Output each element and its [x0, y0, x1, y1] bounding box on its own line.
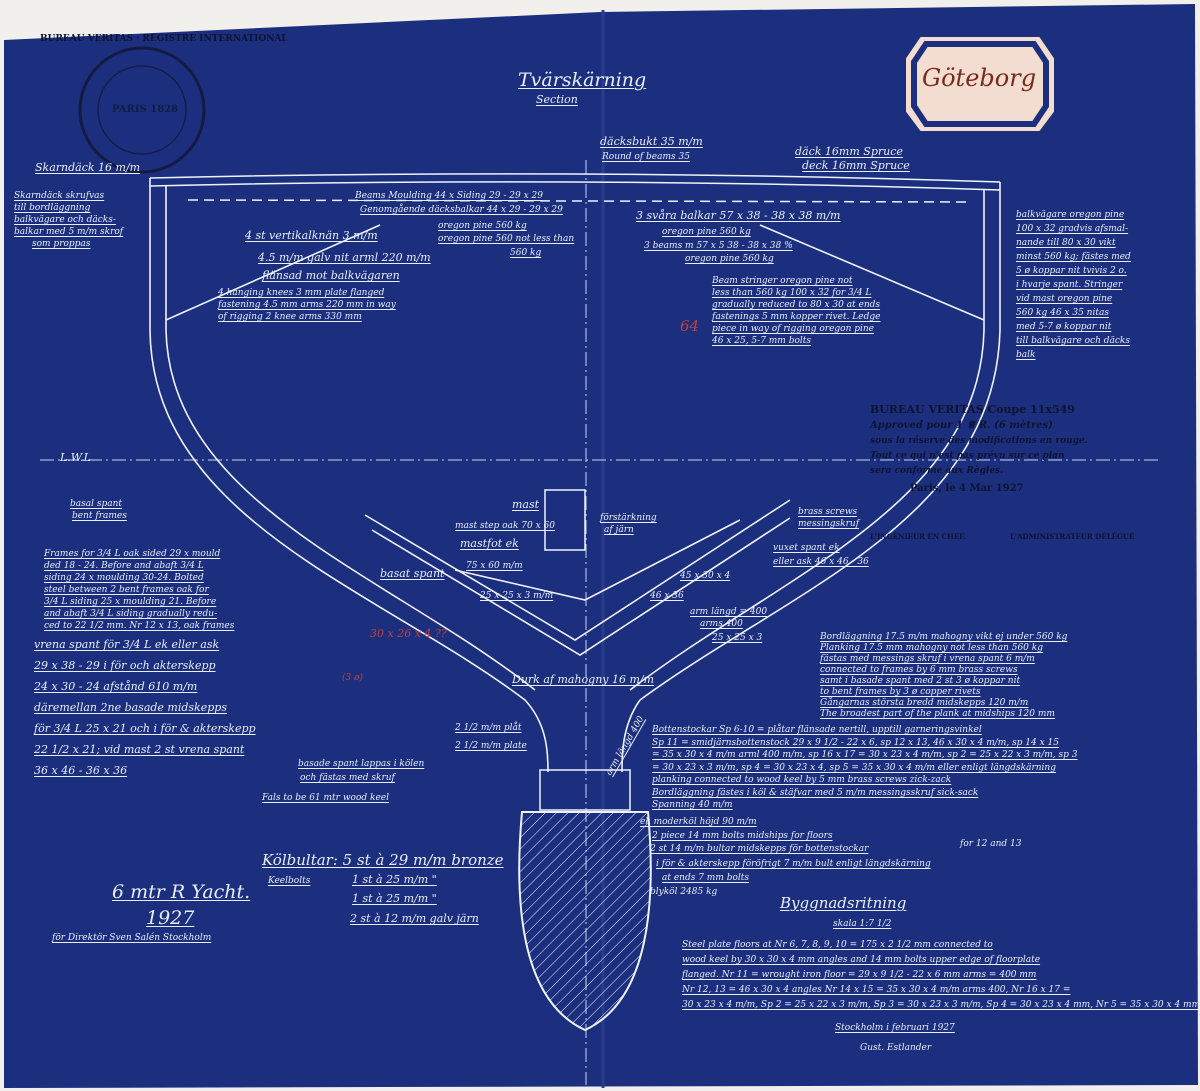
note-flans: flänsad mot balkvägaren: [262, 269, 400, 282]
note-brass: brass screws: [798, 507, 858, 517]
note-beams3-oregon: oregon pine 560 kg: [685, 254, 774, 264]
note-oregon2: oregon pine 560 not less than: [438, 234, 575, 244]
bureau-veritas-stamp: [78, 46, 206, 174]
stamp-text: BUREAU VERITAS · REGISTRE INTERNATIONAL: [40, 34, 288, 44]
signature: Gust. Estlander: [860, 1043, 932, 1053]
yacht-year: 1927: [146, 907, 195, 929]
note-hanging: 4 hanging knees 3 mm plate flanged faste…: [218, 288, 396, 322]
note-bultar: 2 st 14 m/m bultar midskepps för bottens…: [650, 844, 869, 854]
title-main: Tvärskärning: [518, 69, 647, 91]
note-vuxet-2: eller ask 46 x 46 - 36: [773, 557, 869, 567]
note-ends: at ends 7 mm bolts: [662, 873, 750, 883]
red-annotation-center: 30 x 26 x 4 ??: [370, 627, 447, 640]
place-date: Stockholm i februari 1927: [835, 1023, 955, 1033]
note-bottenstockar: Bottenstockar Sp 6-10 = plåtar flänsade …: [652, 725, 1078, 810]
note-bent-frames: bent frames: [72, 511, 127, 521]
yacht-owner: för Direktör Sven Salén Stockholm: [52, 933, 212, 943]
location-label: [904, 35, 1056, 133]
lead-keel: [518, 811, 652, 1032]
hull-section: [149, 178, 1001, 773]
note-balkvagare: balkvägare oregon pine 100 x 32 gradvis …: [1016, 210, 1131, 360]
location-label-box: Göteborg: [905, 36, 1053, 132]
note-forstarkning: förstärkning: [600, 513, 657, 523]
paper: [4, 4, 1198, 1088]
note-dacksbukt: däcksbukt 35 m/m: [600, 135, 703, 148]
note-galv: 4.5 m/m galv nit arml 220 m/m: [258, 251, 431, 264]
note-stringer: Beam stringer oregon pine not less than …: [712, 276, 881, 346]
note-beams: Beams Moulding 44 x Siding 29 - 29 x 29: [355, 191, 543, 201]
note-basal-spant: basal spant: [70, 499, 123, 509]
note-for-12-13: for 12 and 13: [960, 839, 1022, 849]
note-akter: i för & akterskepp föröfrigt 7 m/m bult …: [656, 859, 931, 869]
keelbolt-row-3: 2 st à 12 m/m galv järn: [350, 912, 479, 925]
note-genom: Genomgående däcksbalkar 44 x 29 - 29 x 2…: [360, 205, 563, 215]
red-annotation-center-2: (3 ø): [342, 673, 364, 683]
keelbolt-row-2: 1 st à 25 m/m ": [352, 892, 437, 905]
note-moderkol: ek moderköl höjd 90 m/m: [640, 817, 757, 827]
note-svara-oregon: oregon pine 560 kg: [662, 227, 751, 237]
note-basade-2: och fästas med skruf: [300, 773, 395, 783]
note-vuxet: vuxet spant ek: [773, 543, 840, 553]
note-keelbolts: Keelbolts: [268, 876, 311, 886]
red-annotation-64: 64: [680, 317, 700, 335]
mast-step: [544, 489, 586, 551]
note-vrena: vrena spant för 3/4 L ek eller ask 29 x …: [34, 638, 256, 777]
note-round: Round of beams 35: [602, 152, 690, 162]
yacht-title: 6 mtr R Yacht.: [112, 881, 251, 903]
note-blykol: blyköl 2485 kg: [650, 887, 718, 897]
note-basat: basat spant: [380, 567, 445, 580]
note-dim2: 45 x 30 x 4: [680, 571, 731, 581]
note-vert: 4 st vertikalknän 3 m/m: [245, 229, 378, 242]
title-sub: Section: [536, 93, 578, 106]
note-dack: däck 16mm Spruce: [795, 145, 903, 158]
note-svara: 3 svåra balkar 57 x 38 - 38 x 38 m/m: [636, 209, 841, 222]
note-oregon1: oregon pine 560 kg: [438, 221, 527, 231]
note-arm: arm längd = 400: [690, 607, 768, 617]
lwl-left: L.W.L: [60, 451, 91, 464]
note-basade: basade spant lappas i kölen: [298, 759, 425, 769]
wood-keel: [539, 769, 631, 811]
note-skruv: Skarndäck skrufvas till bordläggning bal…: [14, 191, 124, 249]
note-plat: 2 1/2 m/m plåt: [455, 723, 522, 733]
keelbolt-row-1: 1 st à 25 m/m ": [352, 873, 437, 886]
note-bordlaggning: Bordläggning 17.5 m/m mahogny vikt ej un…: [820, 632, 1068, 719]
note-mast-step: mast step oak 70 x 60: [455, 521, 555, 531]
note-durk: Durk af mahogny 16 m/m: [512, 673, 655, 686]
note-steel-floors: Steel plate floors at Nr 6, 7, 8, 9, 10 …: [682, 940, 1200, 1010]
note-kolbultar: Kölbultar: 5 st à 29 m/m bronze: [262, 851, 504, 869]
drawing-title: Byggnadsritning: [780, 894, 907, 912]
note-frames: Frames for 3/4 L oak sided 29 x mould de…: [44, 549, 235, 631]
note-deck: deck 16mm Spruce: [802, 159, 910, 172]
note-kg: 560 kg: [510, 248, 542, 258]
note-messing: messingskruf: [798, 519, 860, 529]
stamp-center: PARIS 1828: [112, 104, 179, 115]
drawing-scale: skala 1:7 1/2: [833, 919, 892, 929]
note-plate: 2 1/2 m/m plate: [455, 741, 527, 751]
location-label-text: Göteborg: [921, 64, 1037, 92]
note-dim4: 25 x 25 x 3: [712, 633, 763, 643]
approval-stamp: BUREAU VERITAS Coupe 11x549 Approved pou…: [870, 403, 1135, 541]
note-dim3: 46 x 36: [650, 591, 684, 601]
note-arms: arms 400: [700, 619, 743, 629]
note-skarndack: Skarndäck 16 m/m: [35, 161, 141, 174]
note-mastfot: mastfot ek: [460, 537, 519, 550]
note-mast: mast: [512, 498, 540, 511]
deck: [149, 173, 1001, 203]
note-fals: Fals to be 61 mtr wood keel: [262, 793, 389, 803]
note-af-jarn: af järn: [604, 525, 634, 535]
note-mastfot-dim: 75 x 60 m/m: [466, 561, 523, 571]
note-beams3: 3 beams m 57 x 5 38 - 38 x 38 %: [644, 241, 793, 251]
note-dim1: 25 x 25 x 3 m/m: [480, 591, 554, 601]
note-bolts1: 2 piece 14 mm bolts midships for floors: [652, 831, 833, 841]
